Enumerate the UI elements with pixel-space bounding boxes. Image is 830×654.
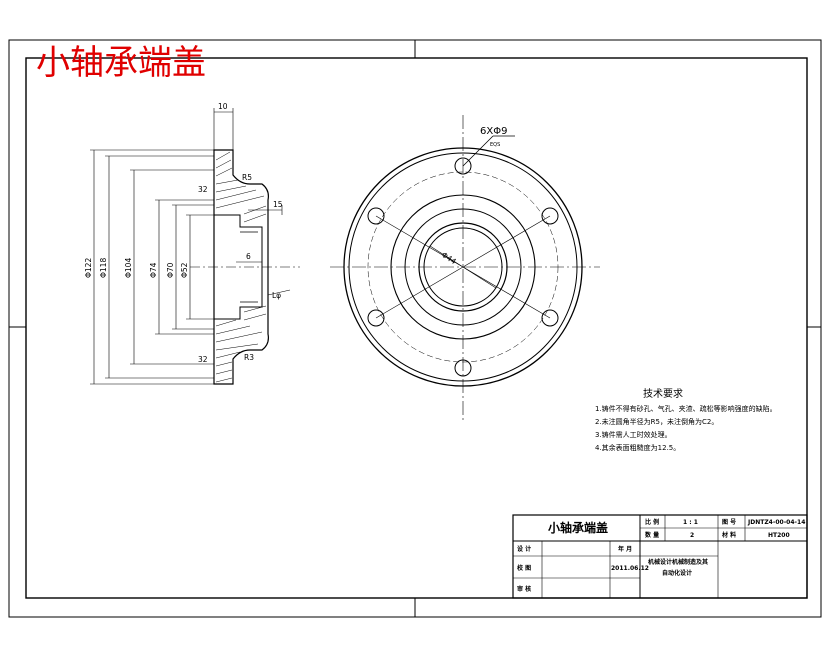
dim-inner-step: 6: [246, 252, 251, 261]
dim-diameter-5: Φ70: [166, 262, 175, 278]
dim-inner-radius: R3: [244, 353, 254, 362]
title-block: [512, 514, 808, 599]
tb-qty-label: 数 量: [645, 531, 659, 539]
outer-border: [8, 39, 822, 618]
dim-diameter-4: Φ74: [149, 262, 158, 278]
hole-callout: 6XΦ9: [480, 126, 507, 137]
dim-diameter-2: Φ118: [99, 258, 108, 278]
tech-req-item-1: 1.铸件不得有砂孔、气孔、夹渣、疏松等影响强度的缺陷。: [595, 404, 777, 413]
dim-diameter-1: Φ122: [84, 258, 93, 278]
side-note: Lφ: [272, 291, 281, 300]
dim-top-width: 10: [218, 102, 228, 111]
tb-date-label: 年 月: [618, 545, 632, 553]
tb-material-label: 材 料: [721, 531, 736, 539]
tech-req-item-3: 3.铸件需人工时效处理。: [595, 430, 672, 439]
tb-designer-label: 设 计: [517, 545, 531, 553]
surface-roughness-bottom: 32: [198, 355, 208, 364]
tb-drawing-no-value: JDNTZ4-00-04-14: [747, 519, 805, 526]
surface-roughness-top: 32: [198, 185, 208, 194]
tb-school-line2: 自动化设计: [662, 569, 692, 577]
tb-part-name: 小轴承端盖: [548, 520, 608, 535]
dim-flange-radius: R5: [242, 173, 252, 182]
centering-marks: [9, 40, 821, 617]
front-view: [330, 115, 600, 420]
tb-qty-value: 2: [690, 532, 694, 539]
tb-school-line1: 机械设计机械制造及其: [648, 558, 708, 566]
tb-drawing-no-label: 图 号: [722, 518, 736, 526]
tb-scale-label: 比 例: [645, 518, 659, 526]
technical-requirements: 技术要求 1.铸件不得有砂孔、气孔、夹渣、疏松等影响强度的缺陷。 2.未注圆角半…: [595, 387, 777, 452]
tb-checker-label: 校 图: [517, 564, 531, 572]
diameter-labels: Φ122 Φ118 Φ104 Φ74 Φ70 Φ52: [84, 258, 189, 278]
bolt-holes: [367, 157, 559, 377]
section-view: [90, 108, 300, 385]
tech-req-item-4: 4.其余表面粗糙度为12.5。: [595, 443, 680, 452]
dim-diameter-3: Φ104: [124, 258, 133, 278]
tb-material-value: HT200: [768, 532, 790, 539]
dim-diameter-6: Φ52: [180, 262, 189, 278]
hole-callout-sub: EQS: [490, 142, 500, 148]
bore-callout: Φ44: [440, 250, 458, 266]
tech-req-item-2: 2.未注圆角半径为R5，未注倒角为C2。: [595, 417, 718, 426]
tb-date-value: 2011.06.12: [611, 565, 649, 572]
drawing-title-red: 小轴承端盖: [36, 43, 206, 83]
dim-hub-width: 15: [273, 200, 283, 209]
tb-scale-value: 1 : 1: [683, 519, 698, 526]
tech-req-heading: 技术要求: [643, 387, 683, 400]
tb-reviewer-label: 审 核: [517, 585, 531, 593]
inner-frame: [25, 57, 808, 599]
